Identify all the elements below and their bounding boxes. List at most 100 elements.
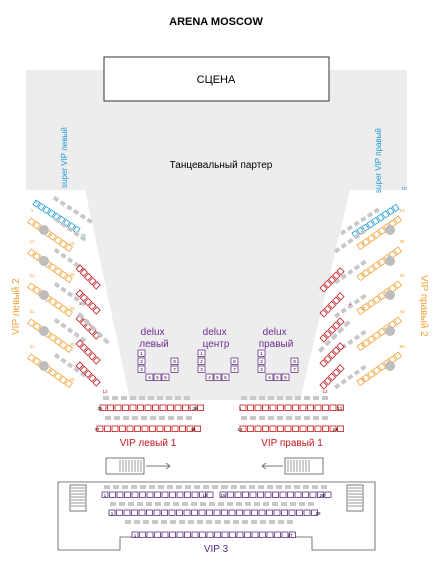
vip2-right-3-seat[interactable]: [377, 327, 387, 337]
vip3-row1-left-seat[interactable]: [109, 491, 116, 498]
vip2-right-1-seat[interactable]: [361, 268, 371, 278]
vip2-left-4-seat[interactable]: [59, 375, 68, 385]
vip1-right-block-4-seat[interactable]: [336, 364, 345, 373]
vip1-left-row2-seat[interactable]: [171, 425, 179, 432]
vip2-right-2-seat[interactable]: [372, 295, 381, 304]
vip1-left-row2-seat[interactable]: [194, 425, 201, 432]
vip2-right-2-seat[interactable]: [367, 299, 376, 308]
vip2-right-0-seat[interactable]: [361, 237, 371, 247]
vip1-left-row2-seat[interactable]: [111, 425, 119, 432]
vip3-row3-seat[interactable]: [281, 531, 289, 538]
vip3-row1-right-seat[interactable]: [234, 491, 242, 498]
vip1-left-block-4-seat[interactable]: [79, 365, 88, 374]
vip3-row2-seat[interactable]: [123, 509, 131, 516]
vip3-row2-seat[interactable]: [146, 509, 153, 516]
vip3-row2-seat[interactable]: [131, 509, 138, 516]
vip2-left-0-seat[interactable]: [59, 239, 68, 249]
vip1-left-block-1-seat[interactable]: [84, 297, 93, 307]
vip2-right-1-seat[interactable]: [388, 250, 397, 259]
vip1-right-row2-seat[interactable]: [329, 425, 337, 432]
vip1-right-block-1-seat[interactable]: [319, 309, 328, 318]
vip3-row1-left-seat[interactable]: [101, 491, 109, 498]
vip3-row1-right-seat[interactable]: [309, 491, 317, 498]
vip3-row2-seat[interactable]: [168, 509, 176, 516]
vip2-left-4-seat[interactable]: [27, 353, 36, 362]
vip1-left-row1-seat[interactable]: [99, 404, 107, 411]
vip3-row2-seat[interactable]: [153, 509, 161, 516]
vip1-left-row1-seat[interactable]: [167, 404, 174, 411]
super-vip-left-seat[interactable]: [47, 209, 56, 218]
vip3-row2-seat[interactable]: [281, 509, 288, 516]
vip1-right-block-2-seat[interactable]: [332, 321, 341, 330]
vip1-left-block-3-seat[interactable]: [79, 343, 88, 352]
vip2-left-0-seat[interactable]: [32, 221, 41, 230]
vip1-right-block-0-seat[interactable]: [319, 284, 328, 293]
vip1-right-row2-seat[interactable]: [269, 425, 277, 432]
vip2-right-4-seat[interactable]: [361, 373, 371, 383]
vip3-row1-left-seat[interactable]: [206, 491, 214, 498]
vip3-row1-right-seat[interactable]: [287, 491, 294, 498]
vip1-right-row2-seat[interactable]: [292, 425, 299, 432]
vip3-row1-right-seat[interactable]: [242, 491, 249, 498]
vip3-row3-seat[interactable]: [139, 531, 146, 538]
vip1-right-row2-seat[interactable]: [299, 425, 307, 432]
vip1-left-row2-seat[interactable]: [96, 425, 104, 432]
vip1-left-block-0-seat[interactable]: [88, 277, 97, 286]
vip1-left-row2-seat[interactable]: [134, 425, 141, 432]
vip3-row1-left-seat[interactable]: [161, 491, 169, 498]
vip3-row2-seat[interactable]: [251, 509, 258, 516]
vip1-right-row2-seat[interactable]: [239, 425, 247, 432]
vip1-right-row1-seat[interactable]: [307, 404, 314, 411]
vip3-row3-seat[interactable]: [221, 531, 229, 538]
vip1-right-block-3-seat[interactable]: [327, 350, 337, 359]
vip3-row2-seat[interactable]: [213, 509, 221, 516]
vip2-left-3-seat[interactable]: [32, 322, 41, 331]
vip2-left-0-seat[interactable]: [53, 236, 63, 245]
vip1-right-block-0-seat[interactable]: [327, 275, 337, 284]
vip2-right-4-seat[interactable]: [356, 377, 365, 387]
vip3-row2-seat[interactable]: [161, 509, 168, 516]
vip2-right-2-seat[interactable]: [361, 302, 371, 312]
vip1-right-row1-seat[interactable]: [329, 404, 337, 411]
vip3-row1-left-seat[interactable]: [116, 491, 124, 498]
vip3-row1-right-seat[interactable]: [272, 491, 279, 498]
vip2-left-3-seat[interactable]: [27, 318, 36, 327]
vip1-right-row1-seat[interactable]: [262, 404, 269, 411]
vip3-row2-seat[interactable]: [206, 509, 213, 516]
vip2-right-2-seat[interactable]: [356, 306, 365, 316]
vip1-left-block-3-seat[interactable]: [88, 352, 97, 361]
vip1-left-block-3-seat[interactable]: [92, 356, 101, 365]
vip1-left-row1-seat[interactable]: [107, 404, 114, 411]
vip2-left-1-seat[interactable]: [59, 270, 68, 280]
vip1-right-row1-seat[interactable]: [284, 404, 292, 411]
vip3-row3-seat[interactable]: [266, 531, 274, 538]
vip1-left-block-2-seat[interactable]: [84, 322, 93, 332]
vip1-left-block-3-seat[interactable]: [84, 347, 93, 357]
vip1-right-row2-seat[interactable]: [262, 425, 269, 432]
vip1-right-row1-seat[interactable]: [239, 404, 247, 411]
vip3-row3-seat[interactable]: [206, 531, 214, 538]
vip1-right-block-4-seat[interactable]: [332, 368, 341, 377]
vip1-right-row1-seat[interactable]: [337, 404, 344, 411]
vip1-left-block-1-seat[interactable]: [88, 302, 97, 311]
vip2-right-2-seat[interactable]: [393, 280, 403, 289]
vip2-right-0-seat[interactable]: [393, 215, 403, 224]
vip1-right-block-0-seat[interactable]: [336, 267, 345, 276]
vip1-right-row2-seat[interactable]: [254, 425, 262, 432]
vip1-left-row2-seat[interactable]: [126, 425, 134, 432]
vip2-right-3-seat[interactable]: [367, 335, 376, 344]
vip3-row3-seat[interactable]: [214, 531, 221, 538]
vip2-left-3-seat[interactable]: [48, 333, 57, 342]
vip1-left-block-4-seat[interactable]: [84, 369, 93, 379]
vip3-row1-left-seat[interactable]: [146, 491, 154, 498]
vip2-left-4-seat[interactable]: [48, 368, 57, 377]
vip3-row2-seat[interactable]: [198, 509, 206, 516]
vip2-left-2-seat[interactable]: [27, 282, 36, 291]
super-vip-right-seat[interactable]: [381, 210, 390, 219]
vip1-right-row2-seat[interactable]: [247, 425, 254, 432]
super-vip-right-seat[interactable]: [371, 216, 380, 226]
vip1-right-row2-seat[interactable]: [284, 425, 292, 432]
super-vip-right-seat[interactable]: [376, 213, 385, 222]
vip1-left-block-0-seat[interactable]: [75, 264, 84, 273]
super-vip-left-seat[interactable]: [57, 215, 66, 224]
